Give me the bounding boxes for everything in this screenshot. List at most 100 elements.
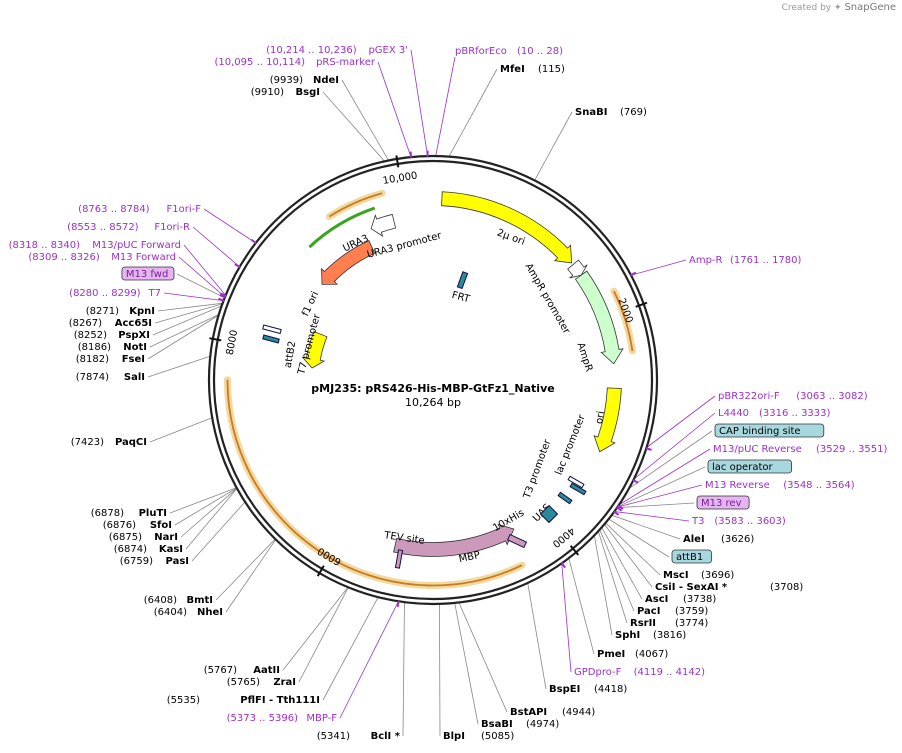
ura3-orf-arc xyxy=(308,206,376,249)
site-label-m13-reverse[interactable]: M13 Reverse(3548 .. 3564) xyxy=(705,480,855,491)
site-label-pbrforeco[interactable]: pBRforEco(10 .. 28) xyxy=(455,46,563,57)
site-label-t7[interactable]: T7(8280 .. 8299) xyxy=(69,288,161,299)
site-label-nhei[interactable]: NheI(6404) xyxy=(154,607,223,618)
site-label-t3[interactable]: T3(3583 .. 3603) xyxy=(691,516,786,527)
leader-line xyxy=(178,256,226,298)
site-label-pmei[interactable]: PmeI(4067) xyxy=(597,649,668,660)
feature-ori[interactable] xyxy=(593,387,622,453)
site-label-m13-forward[interactable]: M13 Forward(8309 .. 8326) xyxy=(28,252,176,263)
site-label-pflfi-tth111i[interactable]: PflFI - Tth111I(5535) xyxy=(167,695,320,706)
site-label-l4440[interactable]: L4440(3316 .. 3333) xyxy=(718,408,831,419)
site-label-acc65i[interactable]: Acc65I(8267) xyxy=(69,318,152,329)
site-label-f1ori-r[interactable]: F1ori-R(8553 .. 8572) xyxy=(67,222,190,233)
feature-ura3-promoter[interactable] xyxy=(370,213,397,238)
site-label-alei[interactable]: AleI(3626) xyxy=(683,534,754,545)
site-label-m13-puc-forward[interactable]: M13/pUC Forward(8318 .. 8340) xyxy=(9,240,181,251)
site-label-bsgi[interactable]: BsgI(9910) xyxy=(251,87,320,98)
label-name: M13 fwd xyxy=(126,269,168,280)
site-label-m13-rev[interactable]: M13 rev xyxy=(696,495,750,510)
site-label-kasi[interactable]: KasI(6874) xyxy=(114,544,183,555)
site-label-pluti[interactable]: PluTI(6878) xyxy=(91,508,167,519)
site-label-blpi[interactable]: BlpI(5085) xyxy=(443,731,514,742)
site-label-bspei[interactable]: BspEI(4418) xyxy=(549,684,627,695)
site-label-msci[interactable]: MscI(3696) xyxy=(663,570,734,581)
site-label-attb1[interactable]: attB1 xyxy=(671,549,712,564)
site-label-m13-fwd[interactable]: M13 fwd xyxy=(121,266,175,281)
label-position: (6404) xyxy=(154,607,187,618)
label-position: (3738) xyxy=(683,594,716,605)
site-label-lac-operator[interactable]: lac operator xyxy=(707,459,792,474)
feature-ampr[interactable] xyxy=(574,270,624,365)
label-name: PflFI - Tth111I xyxy=(240,695,320,706)
feature-mbp[interactable] xyxy=(393,523,515,557)
site-label-asci[interactable]: AscI(3738) xyxy=(645,594,716,605)
site-label-gpdpro-f[interactable]: GPDpro-F(4119 .. 4142) xyxy=(574,667,705,678)
plasmid-name: pMJ235: pRS426-His-MBP-GtFz1_Native xyxy=(311,382,554,395)
label-position: (4418) xyxy=(594,684,627,695)
site-label-pasi[interactable]: PasI(6759) xyxy=(120,556,189,567)
site-label-f1ori-f[interactable]: F1ori-F(8763 .. 8784) xyxy=(78,204,201,215)
label-name: F1ori-F xyxy=(167,204,202,215)
feature-label-ori: ori xyxy=(594,410,607,425)
backbone-inner-ring xyxy=(212,159,654,601)
site-label-m13-puc-reverse[interactable]: M13/pUC Reverse(3529 .. 3551) xyxy=(713,444,888,455)
label-name: L4440 xyxy=(718,408,749,419)
feature-f1-ori[interactable] xyxy=(301,330,328,369)
primer-arc xyxy=(328,192,383,218)
leader-line xyxy=(603,523,653,588)
leader-line xyxy=(174,487,238,526)
site-label-fsei[interactable]: FseI(8182) xyxy=(76,354,145,365)
label-position: (8309 .. 8326) xyxy=(28,252,100,263)
ruler-tick-label: 10,000 xyxy=(382,170,418,187)
label-position: (115) xyxy=(538,64,565,75)
feature-2-ori[interactable] xyxy=(441,191,573,264)
primer-arc xyxy=(613,290,634,352)
site-label-ndei[interactable]: NdeI(9939) xyxy=(270,75,339,86)
site-label-nari[interactable]: NarI(6875) xyxy=(109,532,178,543)
site-label-cap-binding-site[interactable]: CAP binding site xyxy=(714,423,825,438)
site-label-bsabi[interactable]: BsaBI(4974) xyxy=(481,719,559,730)
label-position: (3708) xyxy=(770,582,803,593)
leader-line xyxy=(298,586,349,683)
leader-lines xyxy=(147,49,716,737)
site-label-kpni[interactable]: KpnI(8271) xyxy=(86,306,155,317)
label-position: (4119 .. 4142) xyxy=(634,667,706,678)
label-position: (7874) xyxy=(76,372,109,383)
center-title: pMJ235: pRS426-His-MBP-GtFz1_Native 10,2… xyxy=(311,382,554,409)
label-name: SnaBI xyxy=(575,107,607,118)
label-position: (6875) xyxy=(109,532,142,543)
site-label-bmti[interactable]: BmtI(6408) xyxy=(144,595,213,606)
site-label-amp-r[interactable]: Amp-R(1761 .. 1780) xyxy=(689,255,802,266)
label-name: BmtI xyxy=(186,595,213,606)
label-name: PmeI xyxy=(597,649,625,660)
leader-line xyxy=(341,79,390,162)
primer-site-mark xyxy=(218,297,225,302)
site-label-sali[interactable]: SalI(7874) xyxy=(76,372,145,383)
site-label-sphi[interactable]: SphI(3816) xyxy=(615,630,686,641)
site-label-rsrii[interactable]: RsrII(3774) xyxy=(630,618,708,629)
leader-line xyxy=(410,49,429,157)
site-label-bstapi[interactable]: BstAPI(4944) xyxy=(510,707,595,718)
feature-ampr-promoter[interactable] xyxy=(567,259,588,279)
site-label-prs-marker[interactable]: pRS-marker(10,095 .. 10,114) xyxy=(215,57,376,68)
site-label-paci[interactable]: PacI(3759) xyxy=(637,606,708,617)
label-name: T3 xyxy=(691,516,704,527)
label-box xyxy=(671,549,712,564)
site-label-aatii[interactable]: AatII(5767) xyxy=(204,665,280,676)
site-label-bcli[interactable]: BclI *(5341) xyxy=(317,731,401,742)
site-label-zrai[interactable]: ZraI(5765) xyxy=(227,677,296,688)
label-position: (8271) xyxy=(86,306,119,317)
label-name: attB1 xyxy=(676,552,703,563)
site-label-snabi[interactable]: SnaBI(769) xyxy=(575,107,647,118)
site-label-pspxi[interactable]: PspXI(8252) xyxy=(74,330,150,341)
site-label-paqci[interactable]: PaqCI(7423) xyxy=(71,437,147,448)
site-label-mbp-f[interactable]: MBP-F(5373 .. 5396) xyxy=(227,713,338,724)
site-label-mfei[interactable]: MfeI(115) xyxy=(500,64,565,75)
site-label-noti[interactable]: NotI(8186) xyxy=(78,342,147,353)
site-label-sfoi[interactable]: SfoI(6876) xyxy=(103,520,172,531)
site-label-pbr322ori-f[interactable]: pBR322ori-F(3063 .. 3082) xyxy=(718,391,868,402)
feature-ura3[interactable] xyxy=(321,240,376,285)
label-position: (6874) xyxy=(114,544,147,555)
site-label-pgex-3[interactable]: pGEX 3'(10,214 .. 10,236) xyxy=(266,45,408,56)
site-label-csii-sexai[interactable]: CsiI - SexAI *(3708) xyxy=(655,582,803,593)
